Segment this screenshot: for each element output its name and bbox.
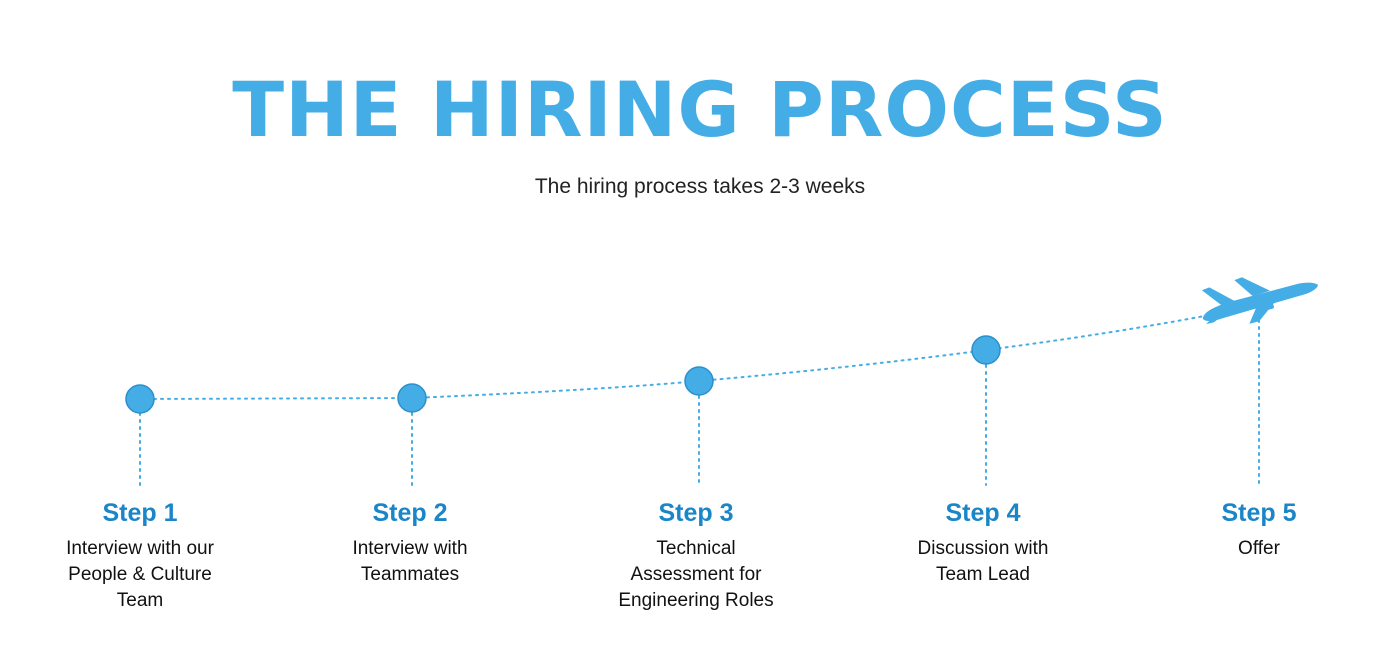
step-4-node bbox=[971, 335, 1001, 365]
step-1-label: Step 1 bbox=[102, 499, 178, 527]
page-title: THE HIRING PROCESS bbox=[232, 65, 1168, 154]
airplane-icon bbox=[1201, 277, 1319, 325]
step-2-label: Step 2 bbox=[372, 499, 448, 527]
step-4-description: Discussion with Team Lead bbox=[917, 538, 1049, 585]
step-3-node bbox=[684, 366, 714, 396]
step-1-description: Interview with our People & Culture Team bbox=[66, 538, 214, 611]
step-1-node bbox=[125, 384, 155, 414]
step-5: Step 5 Offer bbox=[1149, 498, 1369, 562]
step-3-label: Step 3 bbox=[658, 499, 734, 527]
step-1: Step 1 Interview with our People & Cultu… bbox=[30, 498, 250, 614]
step-5-description: Offer bbox=[1238, 538, 1280, 559]
step-4-label: Step 4 bbox=[945, 499, 1021, 527]
step-4: Step 4 Discussion with Team Lead bbox=[873, 498, 1093, 588]
step-2-description: Interview with Teammates bbox=[352, 538, 468, 585]
timeline-path bbox=[139, 313, 1216, 400]
page-subtitle: The hiring process takes 2-3 weeks bbox=[534, 175, 866, 198]
step-5-label: Step 5 bbox=[1221, 499, 1297, 527]
step-3-description: Technical Assessment for Engineering Rol… bbox=[618, 538, 774, 611]
step-2-node bbox=[397, 383, 427, 413]
step-2: Step 2 Interview with Teammates bbox=[300, 498, 520, 588]
step-3: Step 3 Technical Assessment for Engineer… bbox=[586, 498, 806, 614]
